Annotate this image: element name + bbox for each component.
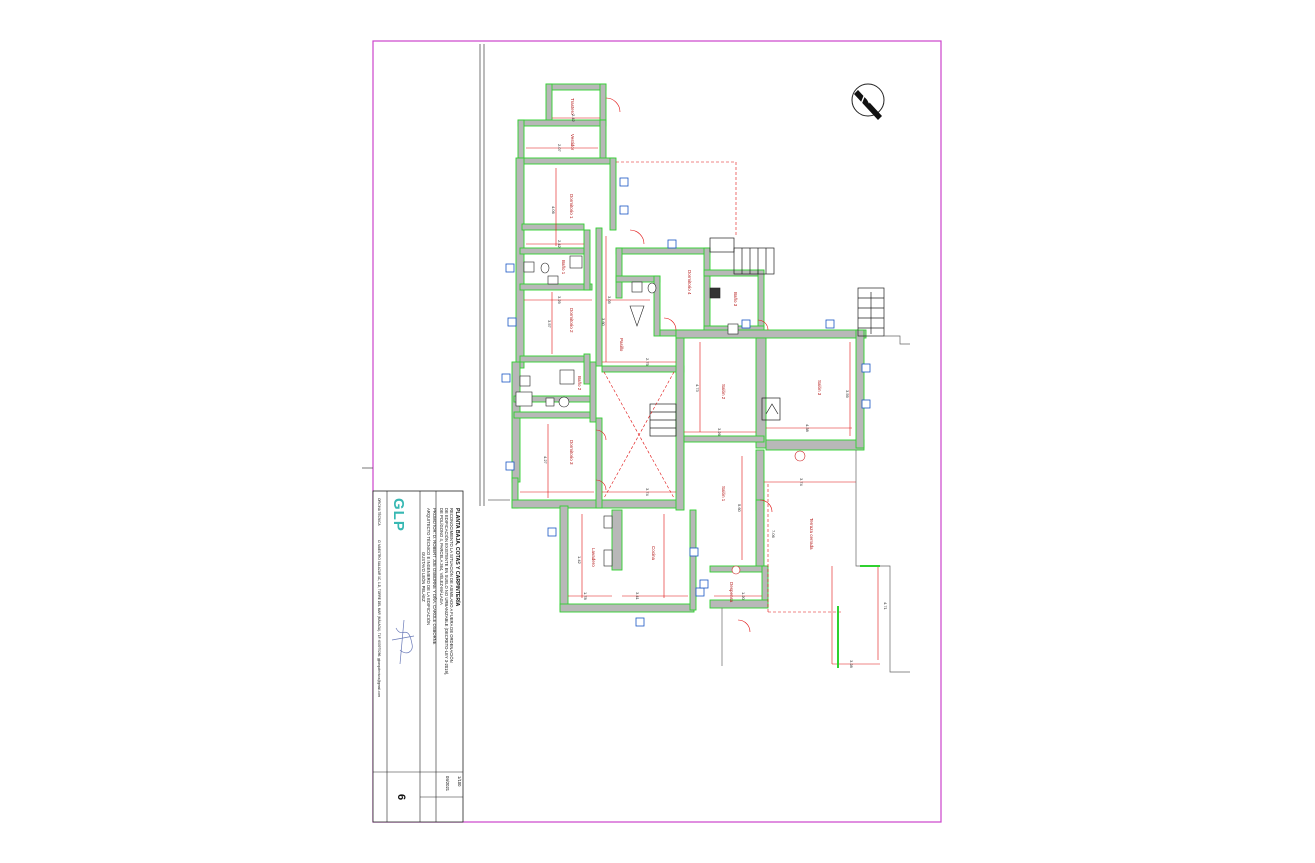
dim-value: 2.07 (557, 144, 562, 153)
dim-value: 3.29 (557, 296, 562, 305)
label-salon-2: Salón 2 (721, 384, 726, 400)
dimension-values: 2.42 2.07 4.06 2.42 3.29 3.57 4.27 3.60 … (543, 114, 888, 669)
dim-value: 1.42 (577, 556, 582, 565)
project-line-3: DE POLÍGONO 4, PARCELA 364, VÉLEZ-MÁLAGA (439, 508, 444, 605)
label-salon-1: Salón 1 (721, 486, 726, 502)
label-bano-2: Baño 2 (577, 376, 582, 391)
dimension-lines (520, 117, 880, 665)
label-salon-3: Salón 3 (817, 380, 822, 396)
label-bano-3: Baño 3 (733, 292, 738, 307)
dim-value: 3.74 (645, 488, 650, 497)
label-terraza: Terraza cerrada (809, 518, 814, 550)
sheet-number: 6 (395, 794, 407, 800)
dim-value: 3.28 (849, 660, 854, 669)
studio-name: OFICINA TÉCNICA (377, 498, 382, 526)
dim-value: 4.71 (883, 602, 888, 611)
project-line-2: DE EDIFICACIÓN EXISTENTE EN SUELO NO URB… (444, 508, 449, 675)
label-dormitorio-1: Dormitorio 1 (569, 194, 574, 219)
dim-value: 4.27 (543, 456, 548, 465)
dim-value: 3.26 (717, 428, 722, 437)
plan-title: PLANTA BAJA, COTAS Y CARPINTERÍA (454, 508, 462, 607)
label-trastero: Trastero (570, 98, 575, 115)
window-tags (501, 177, 871, 627)
label-bano-1: Baño 1 (561, 260, 566, 275)
dim-value: 7.06 (771, 530, 776, 539)
scale: 1/100 (457, 776, 462, 787)
signature-icon (391, 619, 415, 665)
architect-role: ARQUITECTO TÉCNICO E INGENIERO DE LA EDI… (426, 508, 431, 625)
terrace-outline (488, 335, 910, 673)
title-block: GLP OFICINA TÉCNICA C/ MAESTRO SALAZAR 1… (372, 490, 464, 823)
dim-value: 3.57 (547, 320, 552, 329)
north-arrow-icon (851, 83, 885, 120)
door-swings (595, 97, 773, 633)
label-lavadero: Lavadero (591, 548, 596, 567)
promoter: PROMOTOR: D. ROBERT JOE OSBORNE Y DÑA. C… (432, 508, 437, 645)
label-dormitorio-2: Dormitorio 2 (569, 308, 574, 333)
label-dormitorio-4: Dormitorio 4 (687, 270, 692, 295)
date: 09/2021 (445, 776, 450, 792)
sheet-frame (372, 40, 942, 823)
label-cocina: Cocina (651, 546, 656, 561)
dim-value: 5.60 (737, 504, 742, 513)
label-dormitorio-3: Dormitorio 3 (569, 440, 574, 465)
architect-name: GUSTAVO LEÓN PELÁEZ (421, 552, 426, 602)
room-labels: Trastero Vestidor Dormitorio 1 Dormitori… (561, 98, 822, 603)
sanitary-fixtures (515, 255, 806, 575)
dim-value: 4.73 (695, 384, 700, 393)
dim-value: 1.20 (741, 592, 746, 601)
dim-value: 3.41 (635, 592, 640, 601)
dim-value: 1.78 (583, 592, 588, 601)
dim-value: 3.74 (799, 478, 804, 487)
stairs-upper (649, 237, 885, 437)
label-despensa: Despensa (729, 582, 734, 603)
building-walls (511, 83, 867, 613)
studio-address: C/ MAESTRO SALAZAR 1C, 1-D, TORRE DEL MA… (377, 540, 381, 697)
logo-glp: GLP (390, 498, 407, 532)
dim-value: 3.59 (845, 390, 850, 399)
dim-value: 4.38 (805, 424, 810, 433)
dim-value: 2.75 (645, 358, 650, 367)
dim-value: 3.05 (607, 296, 612, 305)
label-vestidor: Vestidor (570, 134, 575, 151)
dim-value: 2.42 (557, 240, 562, 249)
dim-value: 3.60 (601, 318, 606, 327)
dim-value: 4.06 (551, 206, 556, 215)
label-pasillo: Pasillo (619, 338, 624, 352)
project-line-1: RECONOCIMIENTO LA SITUACIÓN DE ASIMILADO… (449, 508, 454, 663)
dim-value: 2.42 (571, 114, 576, 123)
